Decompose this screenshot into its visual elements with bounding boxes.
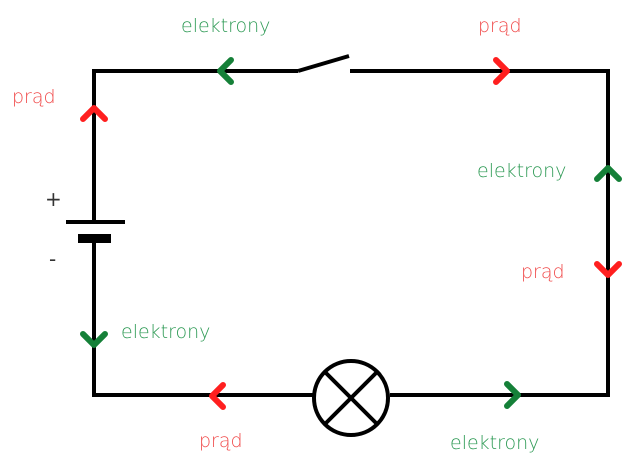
battery: + - — [45, 187, 125, 271]
labels: elektrony prąd prąd elektrony prąd elekt… — [12, 15, 566, 454]
lamp-cross-2 — [323, 370, 379, 426]
wire-right — [390, 69, 610, 397]
label-current-right: prąd — [521, 261, 565, 283]
battery-positive-plate — [66, 220, 125, 224]
electrons-arrow-top-left — [217, 57, 234, 85]
electrons-arrow-right-top — [594, 165, 622, 182]
label-electrons-right: elektrony — [477, 160, 566, 182]
label-electrons-left-bottom: elektrony — [121, 321, 210, 343]
wires — [92, 69, 610, 397]
label-electrons-bottom-right: elektrony — [450, 432, 539, 454]
label-current-top-right: prąd — [478, 15, 522, 37]
switch-lever[interactable] — [297, 54, 350, 73]
battery-minus-sign: - — [49, 247, 56, 271]
current-arrow-left-top — [80, 105, 108, 122]
electrons-arrow-left-bottom — [80, 331, 108, 348]
battery-negative-plate — [78, 234, 111, 243]
battery-plus-sign: + — [45, 187, 62, 211]
wire-left-bottom — [92, 240, 313, 397]
flow-arrows — [80, 57, 622, 410]
current-arrow-top-right — [493, 57, 510, 85]
current-arrow-bottom-left — [209, 382, 226, 410]
lamp — [312, 359, 390, 437]
label-current-bottom-left: prąd — [199, 430, 243, 452]
electrons-arrow-bottom-right — [504, 381, 521, 409]
label-current-left: prąd — [12, 86, 56, 108]
label-electrons-top-left: elektrony — [181, 15, 270, 37]
wire-left-top — [92, 69, 298, 222]
current-arrow-right-bottom — [594, 261, 622, 278]
